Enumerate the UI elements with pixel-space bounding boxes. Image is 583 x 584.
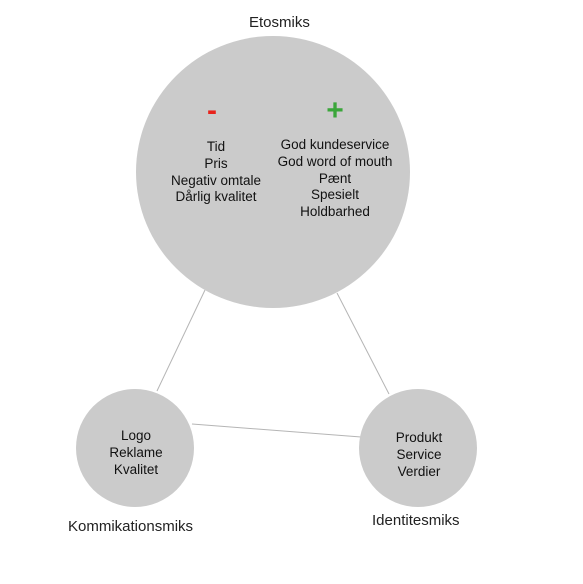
negative-list: Tid Pris Negativ omtale Dårlig kvalitet	[154, 139, 278, 206]
plus-icon: +	[326, 94, 344, 127]
list-item: Pris	[204, 155, 228, 171]
list-item: Dårlig kvalitet	[175, 189, 257, 205]
list-item: Spesielt	[310, 187, 360, 203]
list-item: God kundeservice	[280, 137, 390, 152]
identitesmiks-title: Identitesmiks	[372, 512, 460, 529]
identitesmiks-list: Produkt Service Verdier	[369, 430, 469, 480]
minus-icon: -	[207, 94, 217, 127]
list-item: Logo	[120, 428, 152, 443]
list-item: Tid	[206, 139, 226, 154]
connector-top-left	[156, 289, 206, 392]
list-item: Service	[396, 446, 442, 462]
list-item: Produkt	[395, 430, 443, 445]
list-item: Verdier	[397, 463, 441, 479]
connector-left-right	[191, 423, 362, 438]
list-item: Negativ omtale	[170, 172, 262, 188]
kommikationsmiks-list: Logo Reklame Kvalitet	[86, 428, 186, 478]
kommikationsmiks-circle	[76, 389, 194, 507]
kommikationsmiks-title: Kommikationsmiks	[68, 518, 194, 535]
list-item: Kvalitet	[113, 461, 159, 477]
list-item: God word of mouth	[277, 153, 393, 169]
list-item: Holdbarhed	[300, 204, 370, 220]
list-item: Reklame	[109, 444, 163, 460]
positive-list: God kundeservice God word of mouth Pænt …	[270, 137, 400, 221]
list-item: Pænt	[318, 170, 352, 186]
etosmiks-circle	[136, 36, 410, 308]
connector-top-right	[336, 292, 390, 395]
identitesmiks-circle	[359, 389, 477, 507]
etosmiks-title: Etosmiks	[249, 14, 310, 31]
